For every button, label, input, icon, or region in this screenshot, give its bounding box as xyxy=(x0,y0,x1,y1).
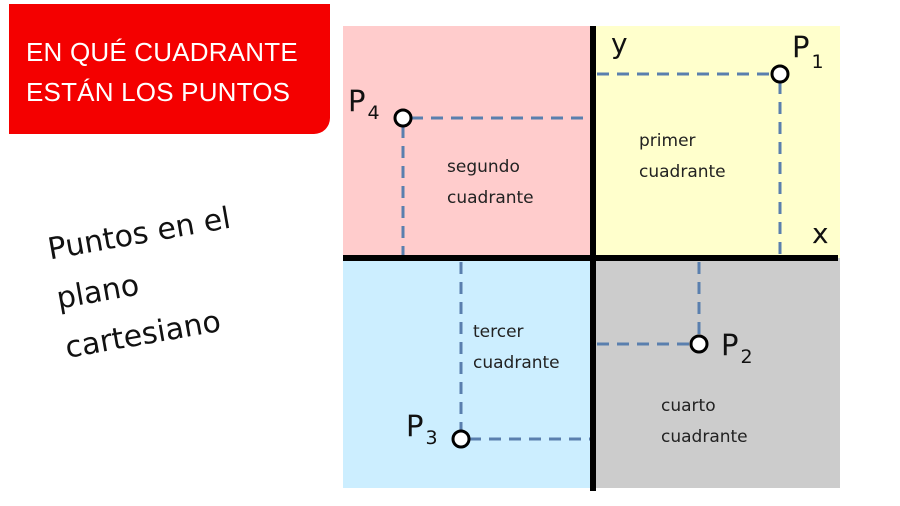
point-p4-marker xyxy=(393,108,413,128)
quadrant-primer-bg xyxy=(593,26,840,258)
quadrant-segundo-label-2: cuadrante xyxy=(447,188,534,208)
quadrant-primer-label: primer xyxy=(639,131,696,151)
quadrant-primer-label-2: cuadrante xyxy=(639,162,726,182)
quadrant-cuarto-bg xyxy=(593,258,840,488)
x-axis-label: x xyxy=(812,217,829,250)
point-p3-marker xyxy=(451,429,471,449)
quadrant-segundo-bg xyxy=(343,26,593,258)
quadrant-cuarto-label-2: cuadrante xyxy=(661,427,748,447)
quadrant-cuarto-label: cuarto xyxy=(661,396,716,416)
quadrant-segundo-label: segundo xyxy=(447,157,520,177)
title-line-2: ESTÁN LOS PUNTOS xyxy=(26,77,291,107)
guide-lines xyxy=(401,72,782,441)
quadrant-tercer-bg xyxy=(343,258,593,488)
title-line-1: EN QUÉ CUADRANTE xyxy=(26,37,298,67)
title-banner: EN QUÉ CUADRANTE ESTÁN LOS PUNTOS xyxy=(9,4,330,134)
point-p2-marker xyxy=(689,334,709,354)
point-p1-marker xyxy=(770,64,790,84)
quadrant-tercer-label-2: cuadrante xyxy=(473,353,560,373)
quadrant-tercer-label: tercer xyxy=(473,322,524,342)
y-axis-label: y xyxy=(611,27,628,60)
